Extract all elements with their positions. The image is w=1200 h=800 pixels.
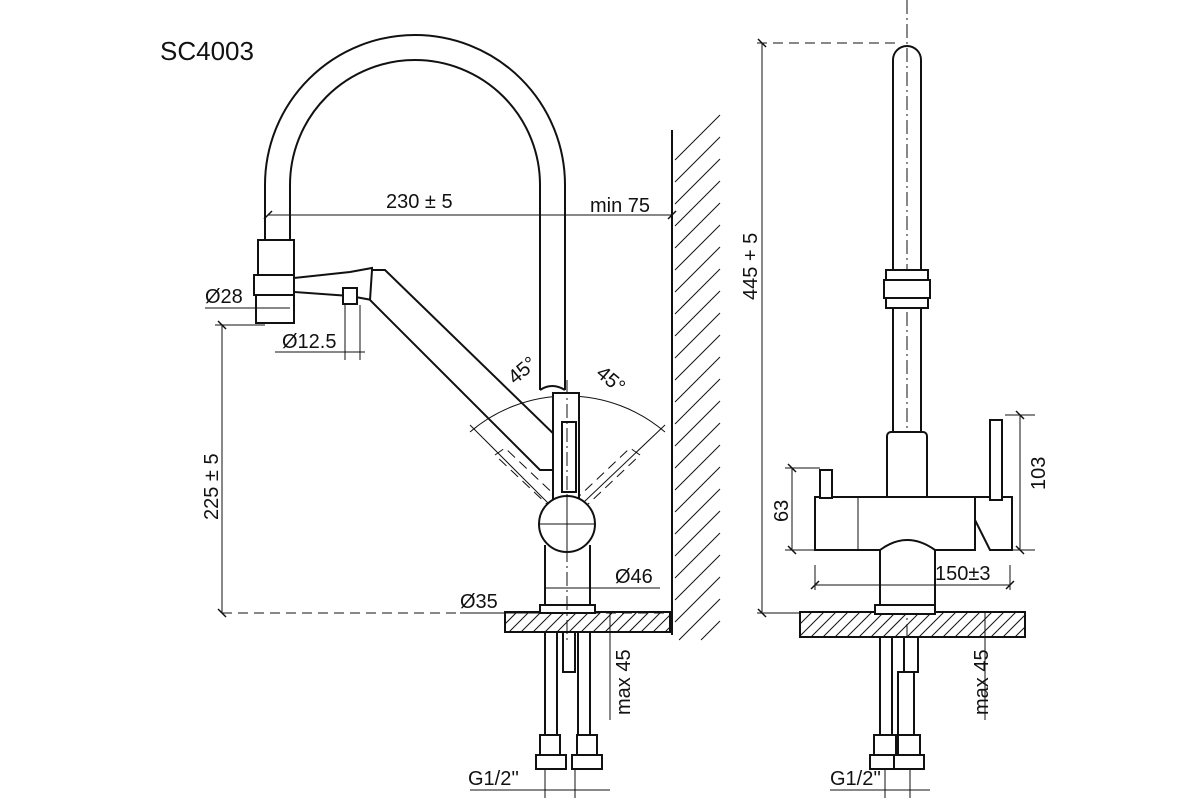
hatch-line	[544, 611, 566, 633]
hatch-line	[1002, 614, 1026, 638]
hatch-line	[674, 378, 721, 425]
hatch-line	[700, 620, 721, 641]
counter-max-label: max 45	[613, 649, 635, 715]
hatch-line	[532, 611, 554, 633]
spout-height-label: 225 ± 5	[201, 453, 223, 520]
hatch-line	[674, 488, 721, 535]
hatch-line	[674, 114, 721, 161]
dim-counter-max-side	[975, 612, 1000, 720]
hatch-line	[674, 444, 721, 491]
hatch-line	[674, 554, 721, 601]
hatch-line	[674, 268, 721, 315]
hatch-line	[640, 611, 662, 633]
hatch-line	[870, 611, 897, 638]
swivel-right-label: 45°	[592, 362, 629, 398]
side-view: 445 + 5 103 63 150±3 max 45	[740, 0, 1050, 798]
hatch-line	[604, 611, 626, 633]
hatch-line	[674, 180, 721, 227]
hatch-line	[674, 510, 721, 557]
hatch-line	[990, 611, 1017, 638]
spout-diameter-label: Ø28	[205, 286, 243, 308]
hatch-line	[674, 422, 721, 469]
dim-outlet-diameter	[275, 305, 365, 360]
hatch-line	[906, 611, 933, 638]
hatch-line	[954, 611, 981, 638]
reach-label: 230 ± 5	[386, 191, 453, 213]
hatch-line	[799, 611, 813, 625]
hatch-line	[504, 611, 518, 625]
hatch-line	[674, 312, 721, 359]
hatch-line	[942, 611, 969, 638]
hatch-line	[580, 611, 602, 633]
dim-thread-side	[830, 770, 930, 798]
hatch-line	[674, 136, 721, 183]
spout-head	[253, 239, 373, 324]
hatch-line	[674, 356, 721, 403]
dim-counter-max	[598, 612, 620, 720]
side-spout	[883, 0, 931, 640]
hatch-line	[674, 576, 721, 623]
hatch-line	[799, 611, 825, 637]
hatch-line	[664, 626, 671, 633]
hatch-line	[822, 611, 849, 638]
supply-pipes	[535, 631, 603, 770]
front-view: 230 ± 5 min 75 Ø28 Ø12.5 45° 45° 225 ± 5…	[201, 34, 721, 798]
thread-label: G1/2''	[468, 768, 519, 790]
hatch-line	[978, 611, 1005, 638]
hatch-line	[678, 598, 721, 641]
dim-total-height	[757, 38, 900, 618]
handle-spread-label: 150±3	[935, 563, 990, 585]
hatch-line	[568, 611, 590, 633]
hatch-line	[930, 611, 957, 638]
side-pipes	[869, 636, 925, 770]
spout-arch	[264, 34, 566, 391]
hatch-line	[846, 611, 873, 638]
swivel-left-label: 45°	[504, 353, 541, 389]
hatch-line	[674, 532, 721, 579]
body-height-label: 63	[771, 500, 793, 522]
hatch-line	[674, 202, 721, 249]
dim-thread	[470, 770, 610, 798]
hatch-line	[834, 611, 861, 638]
base-diameter-label: Ø35	[460, 591, 498, 613]
hatch-line	[674, 466, 721, 513]
dim-reach	[263, 210, 677, 222]
counter-max-side-label: max 45	[971, 649, 993, 715]
countertop-side	[799, 611, 1026, 638]
model-title: SC4003	[160, 36, 254, 66]
hatch-line	[652, 614, 671, 633]
dim-handle-height	[1005, 410, 1035, 555]
thread-side-label: G1/2''	[830, 768, 881, 790]
hatch-line	[674, 246, 721, 293]
hatch-line	[674, 224, 721, 271]
hatch-line	[508, 611, 530, 633]
total-height-label: 445 + 5	[740, 233, 762, 300]
outlet-diameter-label: Ø12.5	[282, 331, 336, 353]
wall	[671, 114, 721, 641]
countertop	[504, 611, 671, 633]
hatch-line	[520, 611, 542, 633]
body-diameter-label: Ø46	[615, 566, 653, 588]
hatch-line	[1014, 626, 1026, 638]
dim-handle-spread	[810, 565, 1015, 590]
hatch-line	[858, 611, 885, 638]
dim-body-height	[785, 463, 820, 555]
hatch-line	[882, 611, 909, 638]
hatch-line	[628, 611, 650, 633]
hatch-line	[616, 611, 638, 633]
dim-spout-height	[215, 320, 672, 618]
hatch-line	[810, 611, 837, 638]
handle-height-label: 103	[1028, 457, 1050, 490]
hatch-line	[674, 334, 721, 381]
hatch-line	[966, 611, 993, 638]
faucet-body	[538, 380, 596, 640]
hatch-line	[918, 611, 945, 638]
hatch-line	[674, 158, 721, 205]
hatch-line	[674, 290, 721, 337]
hatch-line	[674, 400, 721, 447]
wall-min-label: min 75	[590, 195, 650, 217]
